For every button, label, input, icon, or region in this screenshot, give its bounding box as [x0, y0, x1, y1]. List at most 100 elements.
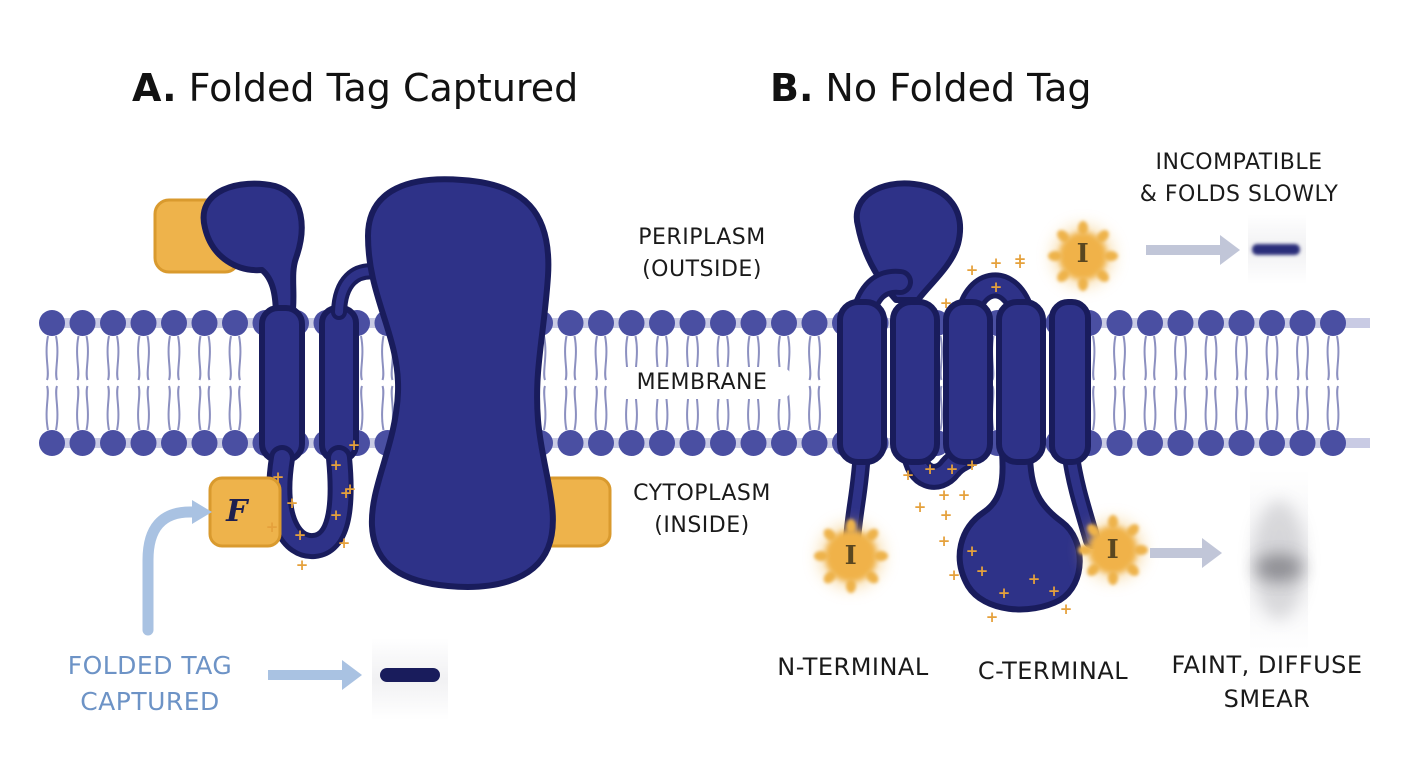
positive-charge: +: [272, 468, 285, 486]
lipid-head: [130, 430, 157, 456]
lipid-tail: [238, 385, 242, 431]
lipid-tail: [1326, 335, 1330, 381]
lipid-tail: [1214, 385, 1218, 431]
lane-arrow-b-bottom-shaft: [1150, 548, 1206, 558]
positive-charge: +: [938, 486, 951, 504]
lipid-tail: [543, 335, 547, 381]
lipid-head: [1167, 430, 1194, 456]
lipid-tail: [116, 385, 120, 431]
lipid-tail: [207, 385, 211, 431]
lipid-tail: [939, 385, 943, 431]
positive-charge: +: [266, 518, 279, 536]
lipid-tail: [808, 385, 812, 431]
lipid-head: [130, 310, 157, 336]
membrane-label: MEMBRANE: [612, 367, 792, 399]
c-terminal-label: C-TERMINAL: [977, 657, 1129, 685]
inclusion-blob: [1048, 221, 1118, 291]
lipid-tail: [1326, 385, 1330, 431]
lipid-tail: [198, 335, 202, 381]
lipid-tail: [1305, 385, 1309, 431]
lipid-tail: [177, 385, 181, 431]
positive-charge: +: [330, 506, 343, 524]
lipid-tail: [1214, 335, 1218, 381]
lipid-head: [222, 310, 248, 336]
lipid-head: [100, 430, 126, 456]
lipid-head: [740, 310, 767, 336]
capture-label-line2: CAPTURED: [80, 687, 220, 716]
capture-label-line1: FOLDED TAG: [67, 651, 233, 680]
inclusion-symbol-top: I: [1076, 239, 1090, 269]
lipid-tail: [85, 385, 89, 431]
lipid-head: [222, 430, 248, 456]
lipid-tail: [381, 385, 385, 431]
lipid-tail: [1153, 335, 1157, 381]
positive-charge: +: [330, 456, 343, 474]
lipid-tail: [1183, 385, 1187, 431]
lipid-tail: [76, 385, 80, 431]
tm-helix-b1: [837, 299, 887, 465]
large-transporter-domain: [365, 176, 556, 590]
positive-charge: +: [1048, 582, 1061, 600]
lipid-tail: [1122, 335, 1126, 381]
lipid-tail: [1174, 385, 1178, 431]
lipid-head: [710, 430, 736, 456]
lipid-tail: [817, 335, 821, 381]
lipid-head: [1289, 430, 1316, 456]
lipid-tail: [1122, 385, 1126, 431]
tm-helix-a1: [259, 305, 305, 463]
lipid-tail: [1092, 385, 1096, 431]
lipid-tail: [817, 385, 821, 431]
tm-helix-b2: [890, 299, 940, 465]
lipid-head: [191, 430, 218, 456]
lipid-tail: [543, 385, 547, 431]
cytoplasm-label: CYTOPLASM (INSIDE): [604, 478, 800, 542]
positive-charge: +: [966, 456, 979, 474]
periplasm-label-line1: PERIPLASM: [638, 225, 766, 250]
lipid-tail: [1174, 335, 1178, 381]
positive-charge: +: [938, 532, 951, 550]
lipid-head: [1198, 310, 1224, 336]
lipid-tail: [564, 335, 568, 381]
lipid-tail: [1092, 335, 1096, 381]
lipid-tail: [604, 385, 608, 431]
lipid-tail: [1336, 335, 1340, 381]
lipid-heads-inner: [39, 430, 1346, 456]
lipid-tail: [55, 385, 59, 431]
n-terminal-label: N-TERMINAL: [777, 653, 929, 681]
panel-b-title-text: No Folded Tag: [825, 66, 1092, 110]
lipid-head: [679, 310, 706, 336]
lipid-tail: [1296, 335, 1300, 381]
incompatible-label: INCOMPATIBLE & FOLDS SLOWLY: [1104, 147, 1374, 211]
folded-tag-symbol: F: [226, 494, 248, 529]
lipid-head: [1320, 310, 1346, 336]
lipid-tail: [1275, 385, 1279, 431]
periplasm-label: PERIPLASM (OUTSIDE): [612, 222, 792, 286]
lipid-tail: [55, 335, 59, 381]
lipid-tail: [146, 335, 150, 381]
lipid-head: [1198, 430, 1224, 456]
lipid-tail: [137, 335, 141, 381]
lane-arrow-b-top-head: [1220, 235, 1240, 265]
lipid-tail: [137, 385, 141, 431]
lane-arrow-b-top-shaft: [1146, 245, 1224, 255]
lipid-tail: [939, 335, 943, 381]
smear-label-line2: SMEAR: [1223, 685, 1311, 713]
positive-charge: +: [986, 608, 999, 626]
capture-arrows: [142, 500, 362, 690]
lipid-head: [1106, 430, 1133, 456]
lipid-tail: [1305, 335, 1309, 381]
panel-b-protein: [837, 180, 1101, 613]
lipid-tail: [45, 385, 49, 431]
lipid-tail: [167, 385, 171, 431]
tm-helix-b5: [1049, 299, 1091, 465]
lipid-tail: [604, 335, 608, 381]
lipid-head: [710, 310, 736, 336]
lipid-tail: [381, 335, 385, 381]
lipid-tail: [360, 335, 364, 381]
lipid-tail: [1204, 335, 1208, 381]
lipid-head: [588, 430, 614, 456]
lipid-head: [618, 310, 645, 336]
lipid-tail: [1143, 335, 1147, 381]
